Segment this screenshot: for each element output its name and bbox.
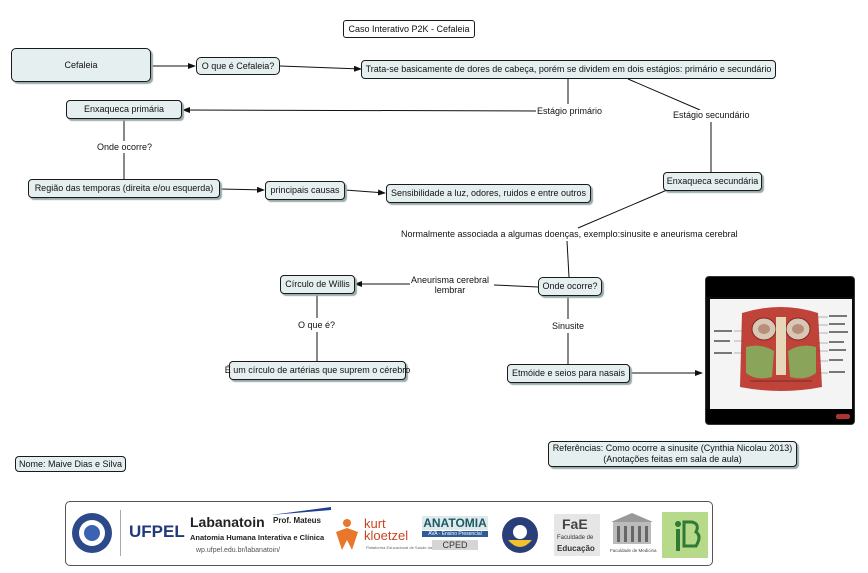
label-estagio-secundario: Estágio secundário [672, 110, 751, 121]
kurt-subtitle: Plataforma Educacional de Saúde da Famíl… [366, 545, 447, 550]
label-aneurisma-line-1: Aneurisma cerebral [411, 275, 490, 285]
cped-text: CPED [432, 540, 478, 550]
label-onde-ocorre-primaria: Onde ocorre? [96, 142, 154, 153]
node-etmoide[interactable]: Etmóide e seios para nasais [507, 364, 630, 383]
node-cefaleia[interactable]: Cefaleia [11, 48, 151, 82]
kloetzel-text: kloetzel [364, 528, 409, 543]
prof-mateus-text: Prof. Mateus [273, 516, 322, 525]
label-sinusite: Sinusite [551, 321, 586, 332]
label-normalmente-associada: Normalmente associada a algumas doenças,… [400, 229, 739, 240]
referencias-line-1: Referências: Como ocorre a sinusite (Cyn… [552, 443, 793, 454]
node-trata-se[interactable]: Trata-se basicamente de dores de cabeça,… [361, 60, 776, 79]
sinus-anatomy-image[interactable] [705, 276, 855, 425]
medicina-building-icon [611, 513, 653, 544]
map-title: Caso Interativo P2K - Cefaleia [343, 20, 475, 38]
anatomia-text: ANATOMIA [422, 516, 488, 530]
node-nome: Nome: Maive Dias e Silva [15, 456, 126, 472]
label-o-que-e: O que é? [297, 320, 337, 331]
label-aneurisma-line-2: lembrar [434, 285, 466, 296]
fae-line-2: Educação [557, 544, 595, 553]
sinus-anatomy-drawing [706, 277, 854, 424]
labanatoin-url: wp.ufpel.edu.br/labanatoin/ [196, 547, 281, 554]
fae-logo: FaE Faculdade de Educação [554, 514, 600, 556]
node-circulo-de-willis[interactable]: Círculo de Willis [280, 275, 355, 294]
ib-logo-icon [675, 520, 701, 551]
fae-letters-icon: FaE [562, 516, 588, 532]
labanatoin-subtitle: Anatomia Humana Interativa e Clínica [190, 533, 325, 542]
anatomia-subtitle: AVA - Ensino Presencial [422, 531, 488, 537]
logo-divider [120, 510, 121, 556]
node-enxaqueca-secundaria[interactable]: Enxaqueca secundária [663, 172, 762, 191]
node-onde-ocorre-secundaria[interactable]: Onde ocorre? [538, 277, 602, 296]
labanatoin-title: Labanatoin [190, 514, 265, 530]
node-sensibilidade[interactable]: Sensibilidade a luz, odores, ruidos e en… [386, 184, 591, 203]
prof-swoosh-icon [271, 507, 331, 515]
shield-emblem-icon [502, 517, 538, 553]
ufpel-logo-text: UFPEL [129, 522, 185, 541]
node-referencias: Referências: Como ocorre a sinusite (Cyn… [548, 441, 797, 467]
university-seal-icon [72, 513, 112, 553]
kurt-text: kurt [364, 516, 386, 531]
node-enxaqueca-primaria[interactable]: Enxaqueca primária [66, 100, 182, 119]
label-aneurisma-cerebral: Aneurisma cerebral lembrar [410, 275, 491, 296]
medicina-text: Faculdade de Medicina [610, 548, 657, 553]
fae-line-1: Faculdade de [557, 535, 594, 541]
node-circulo-definicao[interactable]: É um círculo de artérias que suprem o cé… [225, 361, 410, 380]
label-estagio-primario: Estágio primário [536, 106, 604, 117]
referencias-line-2: (Anotações feitas em sala de aula) [603, 454, 742, 464]
node-principais-causas[interactable]: principais causas [265, 181, 345, 200]
kurt-kloetzel-person-icon [336, 519, 358, 550]
ib-logo [662, 512, 708, 558]
node-regiao-temporas[interactable]: Região das temporas (direita e/ou esquer… [28, 179, 220, 198]
node-o-que-e-cefaleia[interactable]: O que é Cefaleia? [196, 57, 280, 75]
anatomia-logo-box: ANATOMIA AVA - Ensino Presencial CPED [422, 516, 488, 556]
logos-banner: UFPEL Labanatoin Anatomia Humana Interat… [65, 501, 713, 566]
